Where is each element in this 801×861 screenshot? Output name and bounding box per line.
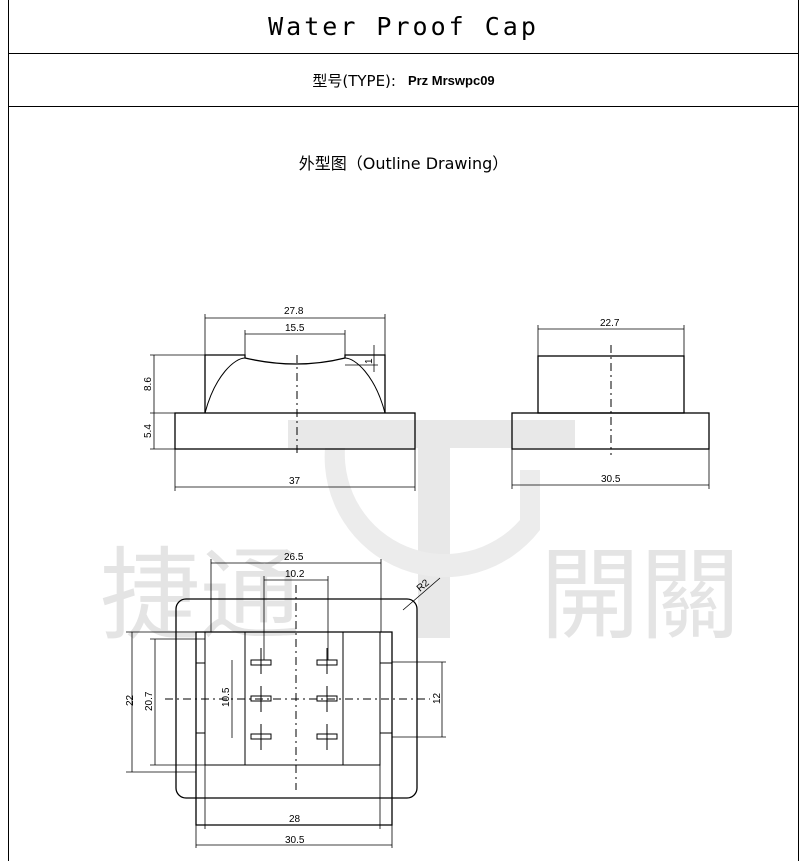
dim-front-base-width: 37 [289, 476, 301, 487]
watermark-bar [288, 420, 575, 448]
dim-front-inner-width: 15.5 [285, 323, 305, 334]
dim-bottom-outer-height: 22 [125, 694, 136, 706]
front-dome-left [204, 357, 246, 414]
section-title: 外型图（Outline Drawing） [298, 154, 509, 173]
dim-bottom-base-width: 30.5 [285, 835, 305, 846]
watermark-char-3: 開 [540, 537, 640, 654]
front-view: 27.8 15.5 1 8.6 5.4 37 [143, 306, 416, 491]
dim-bottom-inner-height: 20.7 [144, 691, 155, 711]
sheet-frame [8, 0, 799, 861]
type-row: 型号(TYPE): Prz Mrswpc09 [8, 54, 799, 107]
dim-front-flange-height: 5.4 [143, 424, 154, 438]
front-flange [174, 412, 416, 450]
watermark-stem [418, 448, 450, 638]
dim-bottom-inner-width: 10.2 [285, 569, 305, 580]
dim-bottom-slot-height: 10.5 [221, 687, 232, 707]
watermark-arc [324, 448, 540, 578]
front-dome-right [344, 357, 386, 414]
type-label: 型号(TYPE): [312, 71, 396, 90]
dim-side-base-width: 30.5 [601, 474, 621, 485]
watermark: 捷 通 開 關 [100, 420, 740, 654]
dim-front-body-height: 8.6 [143, 377, 154, 391]
side-view: 22.7 30.5 [511, 318, 710, 489]
dim-bottom-right-height: 12 [432, 692, 443, 704]
dim-front-recess: 1 [364, 358, 375, 364]
bottom-view: 26.5 10.2 R2 22 20.7 10.5 [125, 552, 446, 848]
title-row: Water Proof Cap [8, 0, 799, 54]
front-body [204, 354, 386, 413]
watermark-char-4: 關 [640, 537, 740, 654]
watermark-char-2: 通 [200, 537, 300, 654]
bottom-frame [195, 631, 393, 826]
page-title: Water Proof Cap [268, 12, 539, 41]
dim-side-top-width: 22.7 [600, 318, 620, 329]
dim-bottom-outer-width: 26.5 [284, 552, 304, 563]
type-value: Prz Mrswpc09 [407, 72, 495, 88]
dim-bottom-mid-width: 28 [289, 814, 301, 825]
dim-front-top-width: 27.8 [284, 306, 304, 317]
watermark-char-1: 捷 [100, 537, 200, 654]
